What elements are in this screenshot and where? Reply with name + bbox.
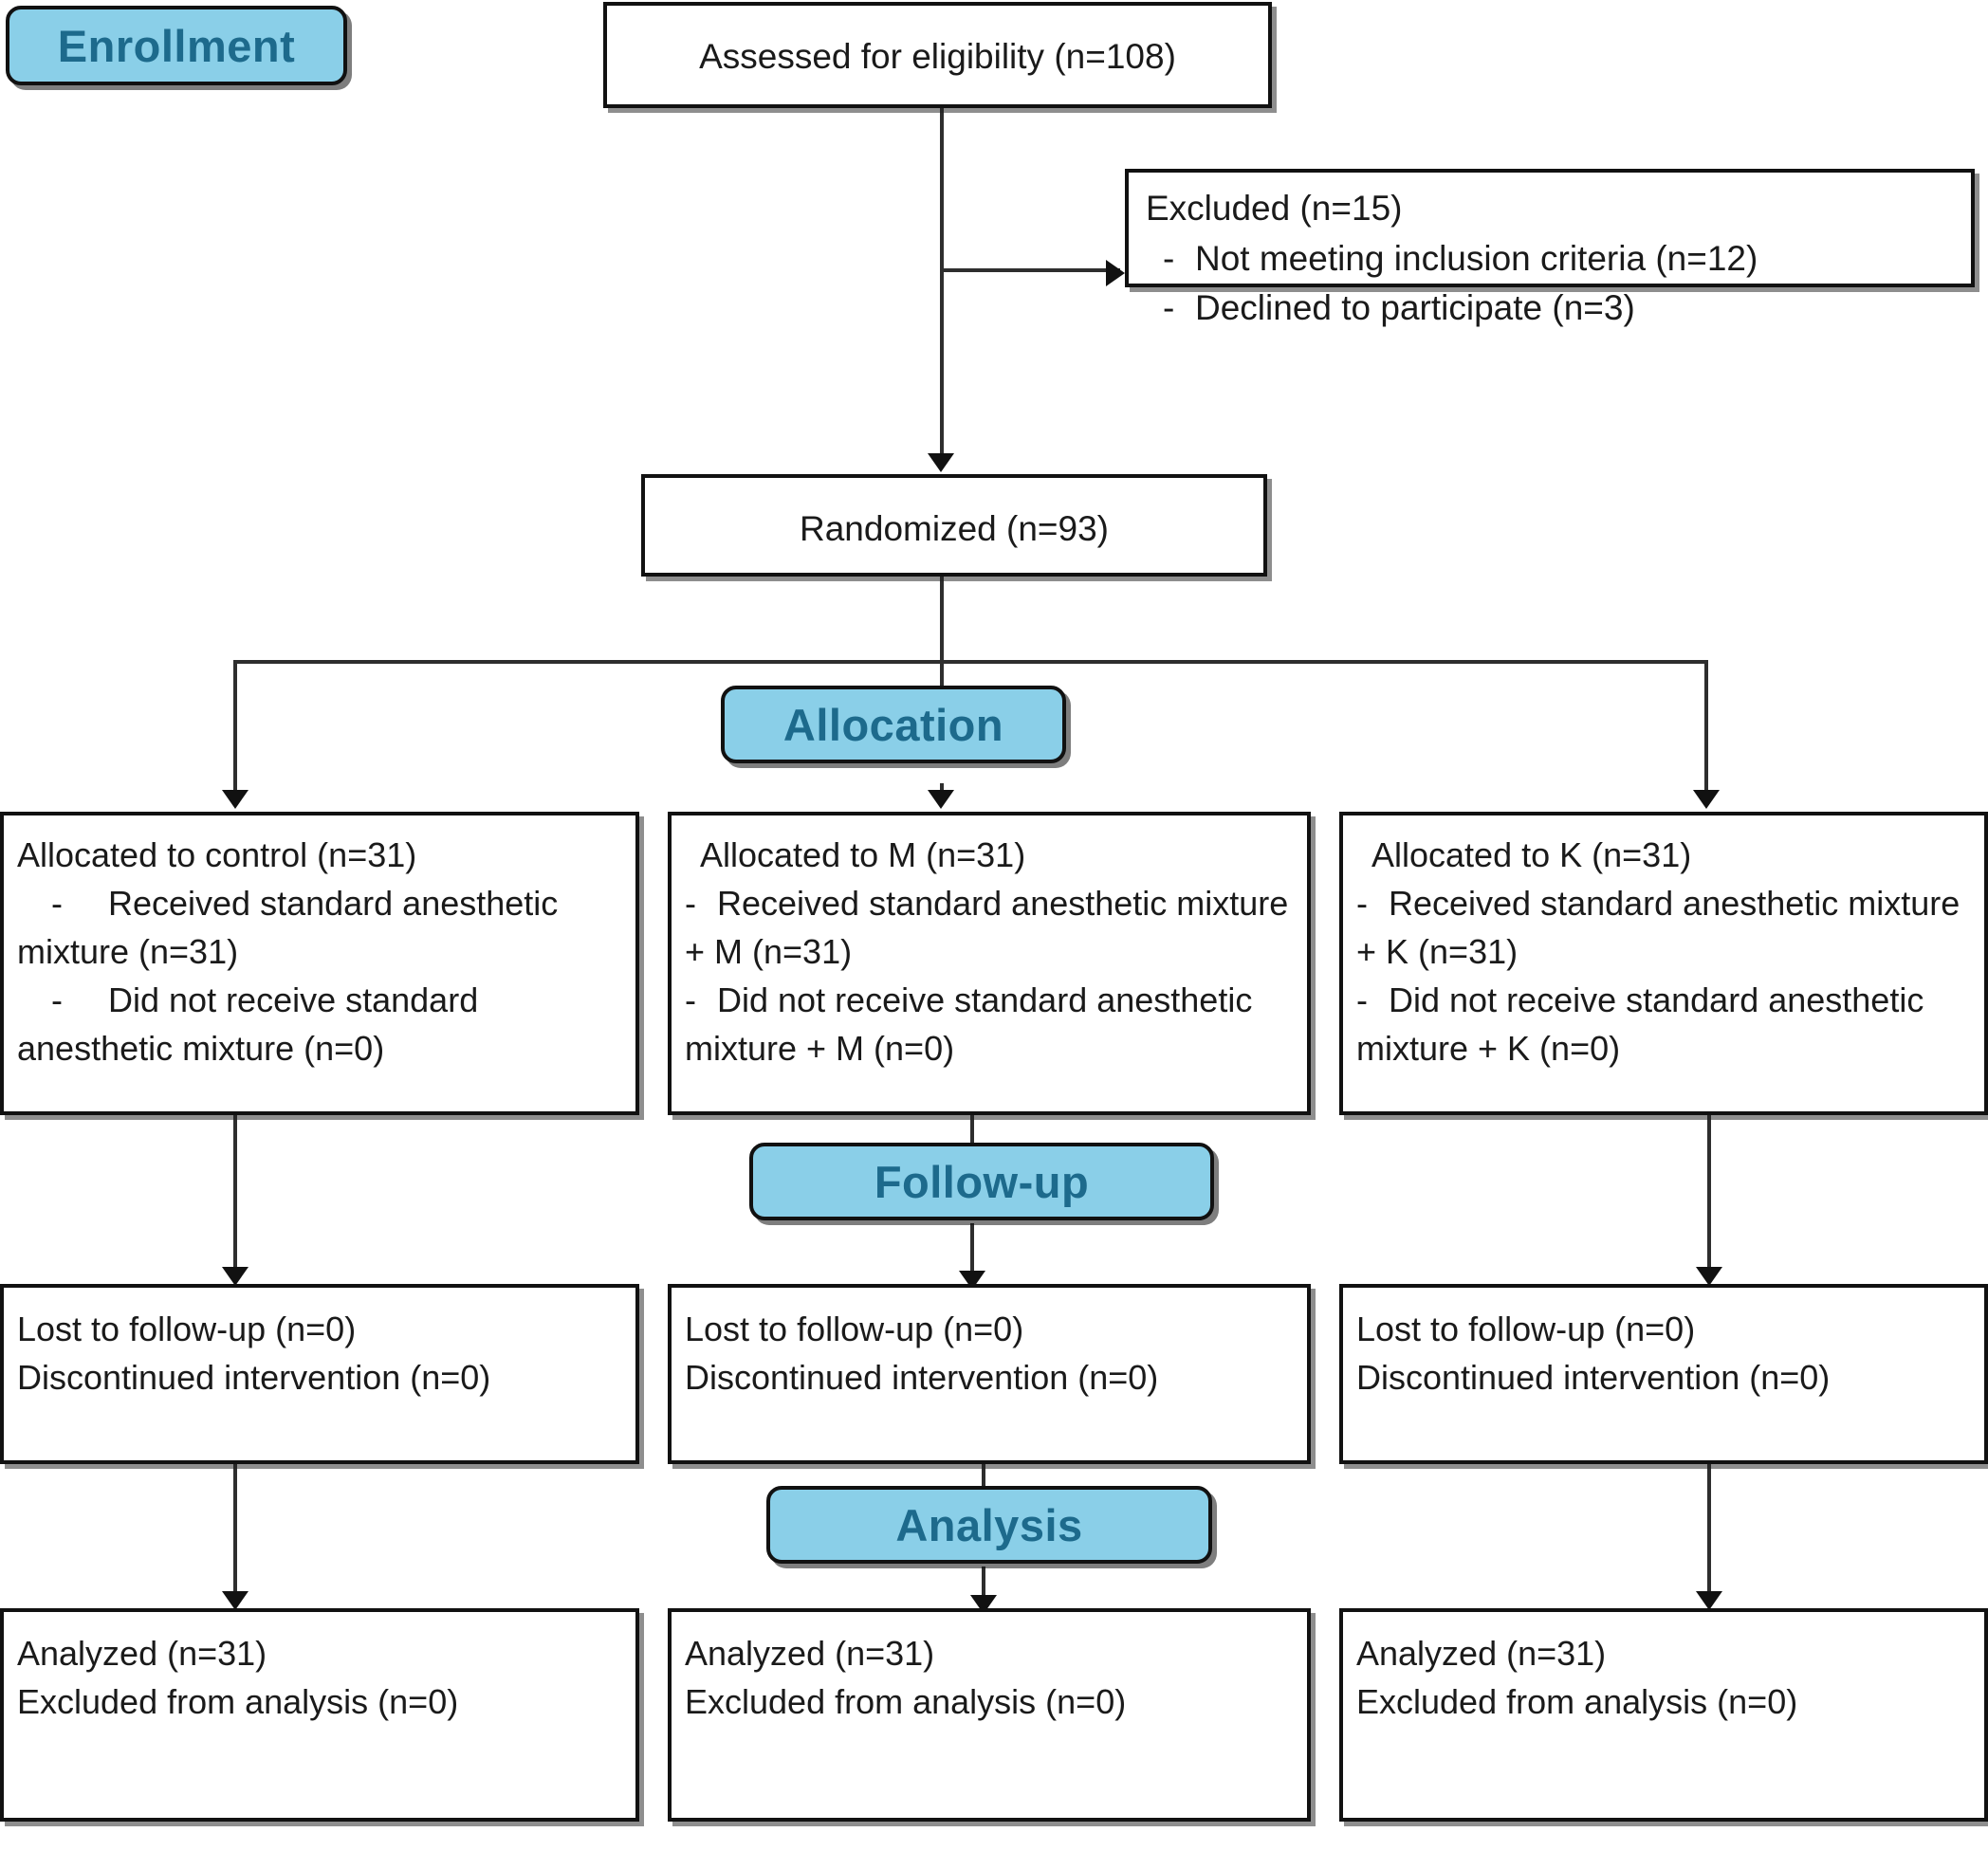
connector-split-to-arm-control <box>233 660 237 795</box>
stage-label-allocation: Allocation <box>721 686 1066 763</box>
bullet-marker: - <box>685 980 696 1020</box>
stage-label-enrollment: Enrollment <box>6 6 347 85</box>
connector-randomized-to-split <box>940 577 944 662</box>
box-analysis-m: Analyzed (n=31) Excluded from analysis (… <box>668 1608 1311 1822</box>
connector-analysis-pill-to-m <box>982 1567 985 1601</box>
stage-label-analysis: Analysis <box>766 1486 1212 1564</box>
allocation-k-heading: Allocated to K (n=31) <box>1371 835 1692 874</box>
connector-control-to-followup <box>233 1115 237 1272</box>
allocation-k-item-0: -Received standard anesthetic mixture + … <box>1356 879 1971 976</box>
box-allocation-control: Allocated to control (n=31) -Received st… <box>0 812 639 1115</box>
box-followup-control: Lost to follow-up (n=0) Discontinued int… <box>0 1284 639 1464</box>
bullet-marker: - <box>51 980 63 1020</box>
allocation-m-item-0: -Received standard anesthetic mixture + … <box>685 879 1294 976</box>
allocation-m-item-1: -Did not receive standard anesthetic mix… <box>685 976 1294 1072</box>
connector-split-to-allocation-pill <box>940 660 944 702</box>
bullet-marker: - <box>1163 238 1175 278</box>
box-followup-m: Lost to follow-up (n=0) Discontinued int… <box>668 1284 1311 1464</box>
arrow-to-arm-control <box>222 790 248 809</box>
excluded-item-1: -Declined to participate (n=3) <box>1146 284 1954 334</box>
allocation-m-heading: Allocated to M (n=31) <box>700 835 1026 874</box>
box-analysis-k: Analyzed (n=31) Excluded from analysis (… <box>1339 1608 1988 1822</box>
assessed-for-eligibility-text: Assessed for eligibility (n=108) <box>699 37 1176 76</box>
connector-followup-m-to-analysis-pill <box>982 1464 985 1487</box>
stage-label-followup-text: Follow-up <box>874 1156 1090 1207</box>
allocation-control-item-0: -Received standard anesthetic mixture (n… <box>17 879 622 976</box>
connector-k-to-followup <box>1707 1115 1711 1272</box>
arrow-assessed-to-randomized <box>928 453 954 472</box>
bullet-marker: - <box>685 884 696 924</box>
connector-split-to-arm-k <box>1704 660 1708 795</box>
box-analysis-control: Analyzed (n=31) Excluded from analysis (… <box>0 1608 639 1822</box>
arrow-followup-k-to-analysis <box>1696 1591 1722 1610</box>
excluded-heading: Excluded (n=15) <box>1146 189 1403 228</box>
stage-label-followup: Follow-up <box>749 1143 1214 1220</box>
followup-control-line1: Lost to follow-up (n=0) <box>17 1310 357 1348</box>
analysis-m-line1: Analyzed (n=31) <box>685 1634 935 1673</box>
connector-followup-control-to-analysis <box>233 1464 237 1597</box>
arrow-k-to-followup <box>1696 1267 1722 1286</box>
allocation-split-bar <box>233 660 1708 664</box>
connector-m-to-followup-pill <box>970 1115 974 1144</box>
stage-label-enrollment-text: Enrollment <box>57 20 296 71</box>
allocation-m-item-1-text: Did not receive standard anesthetic mixt… <box>685 980 1253 1069</box>
stage-label-allocation-text: Allocation <box>782 699 1004 750</box>
bullet-marker: - <box>1163 288 1175 328</box>
followup-m-line1: Lost to follow-up (n=0) <box>685 1310 1024 1348</box>
bullet-marker: - <box>1356 980 1368 1020</box>
allocation-control-item-0-text: Received standard anesthetic mixture (n=… <box>17 884 559 972</box>
allocation-k-item-0-text: Received standard anesthetic mixture + K… <box>1356 884 1960 972</box>
arrow-to-arm-k <box>1693 790 1720 809</box>
analysis-control-line2: Excluded from analysis (n=0) <box>17 1682 459 1722</box>
followup-control-line2: Discontinued intervention (n=0) <box>17 1358 491 1398</box>
excluded-item-0-text: Not meeting inclusion criteria (n=12) <box>1195 238 1758 278</box>
stage-label-analysis-text: Analysis <box>895 1499 1083 1550</box>
box-assessed-for-eligibility: Assessed for eligibility (n=108) <box>603 2 1272 108</box>
excluded-item-1-text: Declined to participate (n=3) <box>1195 288 1635 328</box>
arrow-to-arm-m <box>928 790 954 809</box>
analysis-k-line2: Excluded from analysis (n=0) <box>1356 1682 1798 1722</box>
connector-to-excluded <box>940 268 1120 272</box>
followup-m-line2: Discontinued intervention (n=0) <box>685 1358 1159 1398</box>
connector-assessed-to-randomized <box>940 108 944 459</box>
followup-k-line1: Lost to follow-up (n=0) <box>1356 1310 1696 1348</box>
arrow-control-to-followup <box>222 1267 248 1286</box>
box-allocation-k: Allocated to K (n=31) -Received standard… <box>1339 812 1988 1115</box>
box-allocation-m: Allocated to M (n=31) -Received standard… <box>668 812 1311 1115</box>
arrow-to-excluded <box>1106 260 1125 286</box>
arrow-followup-control-to-analysis <box>222 1591 248 1610</box>
box-excluded: Excluded (n=15) -Not meeting inclusion c… <box>1125 169 1975 327</box>
allocation-control-item-1-text: Did not receive standard anesthetic mixt… <box>17 980 479 1069</box>
analysis-m-line2: Excluded from analysis (n=0) <box>685 1682 1127 1722</box>
followup-k-line2: Discontinued intervention (n=0) <box>1356 1358 1831 1398</box>
box-randomized: Randomized (n=93) <box>641 474 1267 577</box>
randomized-text: Randomized (n=93) <box>800 509 1109 548</box>
allocation-k-item-1: -Did not receive standard anesthetic mix… <box>1356 976 1971 1072</box>
box-followup-k: Lost to follow-up (n=0) Discontinued int… <box>1339 1284 1988 1464</box>
bullet-marker: - <box>51 884 63 924</box>
bullet-marker: - <box>1356 884 1368 924</box>
allocation-control-heading: Allocated to control (n=31) <box>17 835 417 874</box>
connector-followup-pill-to-m <box>970 1223 974 1275</box>
analysis-control-line1: Analyzed (n=31) <box>17 1634 267 1673</box>
excluded-item-0: -Not meeting inclusion criteria (n=12) <box>1146 234 1954 284</box>
allocation-control-item-1: -Did not receive standard anesthetic mix… <box>17 976 622 1072</box>
connector-followup-k-to-analysis <box>1707 1464 1711 1597</box>
allocation-k-item-1-text: Did not receive standard anesthetic mixt… <box>1356 980 1924 1069</box>
analysis-k-line1: Analyzed (n=31) <box>1356 1634 1607 1673</box>
allocation-m-item-0-text: Received standard anesthetic mixture + M… <box>685 884 1289 972</box>
